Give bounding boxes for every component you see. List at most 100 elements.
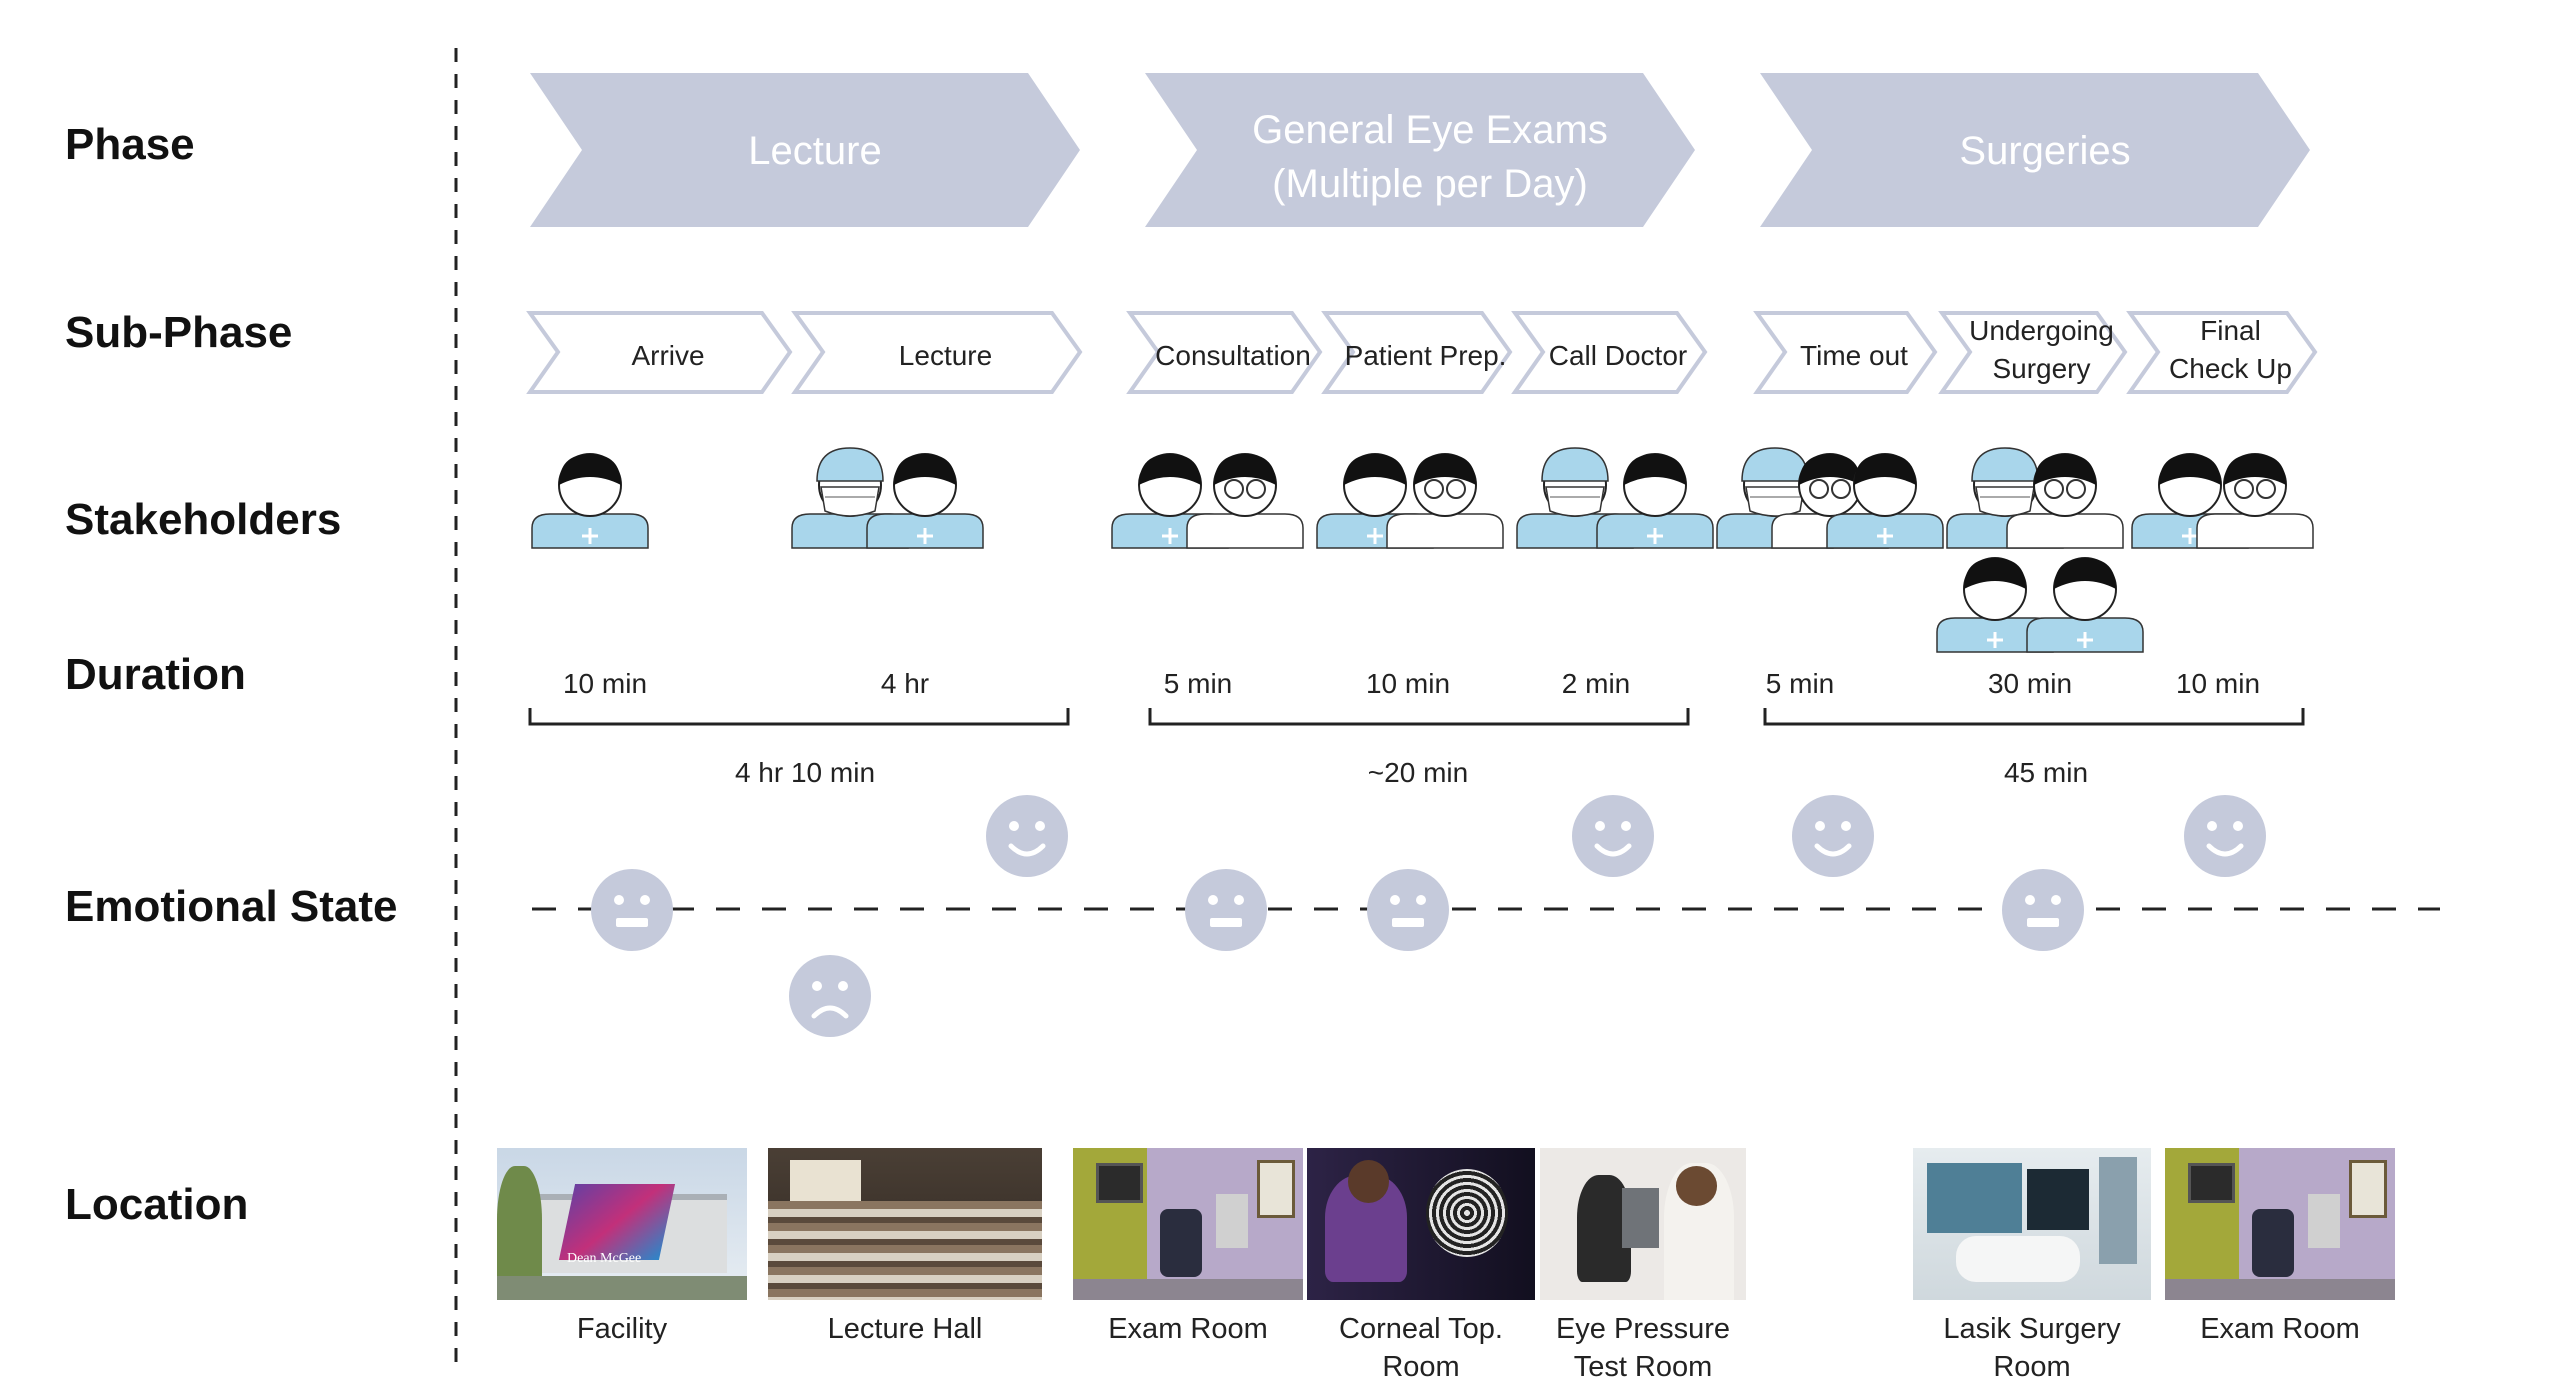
subphase-label: Undergoing [1969,315,2114,346]
duration-bracket [1148,708,1690,726]
face-mouth [616,918,648,927]
subphase-label: Consultation [1155,340,1311,371]
duration-label: 4 hr [881,668,929,699]
phase-label: Surgeries [1959,129,2130,173]
subphase-chevron-shape [1753,311,1938,394]
face-eye-right [1841,821,1851,831]
face-eye-right [1621,821,1631,831]
row-label-phase: Phase [65,120,195,169]
emotion-face-happy-icon [1792,795,1874,877]
duration-bracket [1763,708,2305,726]
glasses-left [2234,479,2254,499]
emotion-face-happy-icon [986,795,1068,877]
subphase-chevron-3: Consultation [1126,311,1323,394]
face-eye-right [2233,821,2243,831]
face-eye-left [1815,821,1825,831]
face-eye-right [1035,821,1045,831]
surgical-cap [1971,447,2039,482]
duration-label: 5 min [1766,668,1834,699]
stakeholder-nurse-icon [2026,557,2144,653]
person-hair [2159,454,2221,485]
location-caption-line: Lecture Hall [827,1313,983,1345]
person-hair [2054,558,2116,589]
phase-chevron-2: General Eye Exams(Multiple per Day) [1145,73,1695,227]
subphase-chevron-shape [2126,311,2318,394]
person-body [2006,513,2124,549]
emotion-face-neutral-icon [2002,869,2084,951]
subphase-chevron-shape [791,311,1083,394]
subphase-chevron-1: Arrive [526,311,793,394]
stakeholder-nurse-icon [1316,453,1434,549]
location-caption: Exam Room [2150,1310,2410,1348]
subphase-label: Time out [1800,340,1908,371]
phase-label: Lecture [748,129,881,173]
person-hair [2034,454,2096,485]
person-hair [1799,454,1861,485]
subphase-label: Surgery [1992,353,2090,384]
location-caption: Lecture Hall [775,1310,1035,1348]
person-body [1186,513,1304,549]
subphase-label: Final [2200,315,2261,346]
emotion-face-happy-icon [2184,795,2266,877]
surgical-mask [820,486,880,517]
location-caption-line: Exam Room [1108,1313,1268,1345]
face-mouth [2027,918,2059,927]
location-caption-line: Lasik Surgery Room [1943,1313,2121,1383]
stakeholder-surgeon-icon [1946,447,2064,549]
glasses-left [1424,479,1444,499]
subphase-chevron-5: Call Doctor [1511,311,1708,394]
row-label-subphase: Sub-Phase [65,308,293,357]
emotion-face-neutral-icon [1367,869,1449,951]
stakeholder-nurse-icon [1936,557,2054,653]
glasses-left [1224,479,1244,499]
stakeholder-patient-icon [1386,453,1504,549]
person-hair [559,454,621,485]
face-eye-left [1595,821,1605,831]
face-eye-left [2207,821,2217,831]
stakeholder-nurse-icon [1826,453,1944,549]
face-circle [1185,869,1267,951]
subphase-label: Check Up [2169,353,2292,384]
location-photo: Dean McGee [497,1148,747,1300]
phase-chevron-shape [1760,73,2310,227]
phase-chevron-shape [530,73,1080,227]
subphase-chevron-4: Patient Prep. [1321,311,1513,394]
person-hair [1139,454,1201,485]
row-label-stakeholders: Stakeholders [65,495,342,544]
glasses-right [1831,479,1851,499]
surgical-mask [1545,486,1605,517]
face-eye-right [2051,895,2061,905]
location-caption: Exam Room [1058,1310,1318,1348]
glasses-right [1246,479,1266,499]
subphase-label: Arrive [631,340,704,371]
glasses-right [2256,479,2276,499]
row-label-duration: Duration [65,650,246,699]
surgical-cap [816,447,884,482]
face-mouth [1814,843,1852,857]
face-mouth [1008,843,1046,857]
duration-label: 10 min [563,668,647,699]
subphase-chevron-shape [1321,311,1513,394]
duration-label: 10 min [2176,668,2260,699]
face-mouth [1594,843,1632,857]
row-label-emotional-state: Emotional State [65,882,398,931]
face-eye-right [1416,895,1426,905]
surgical-mask [1975,486,2035,517]
duration-total: 4 hr 10 min [735,757,875,788]
subphase-chevron-shape [526,311,793,394]
person-hair [1414,454,1476,485]
glasses-right [1446,479,1466,499]
duration-total: 45 min [2004,757,2088,788]
face-eye-left [614,895,624,905]
location-caption: Facility [492,1310,752,1348]
face-eye-right [1234,895,1244,905]
emotion-face-neutral-icon [1185,869,1267,951]
face-eye-left [2025,895,2035,905]
phase-chevron-shape [1145,73,1695,227]
surgical-cap [1541,447,1609,482]
face-eye-left [1009,821,1019,831]
face-circle [1792,795,1874,877]
